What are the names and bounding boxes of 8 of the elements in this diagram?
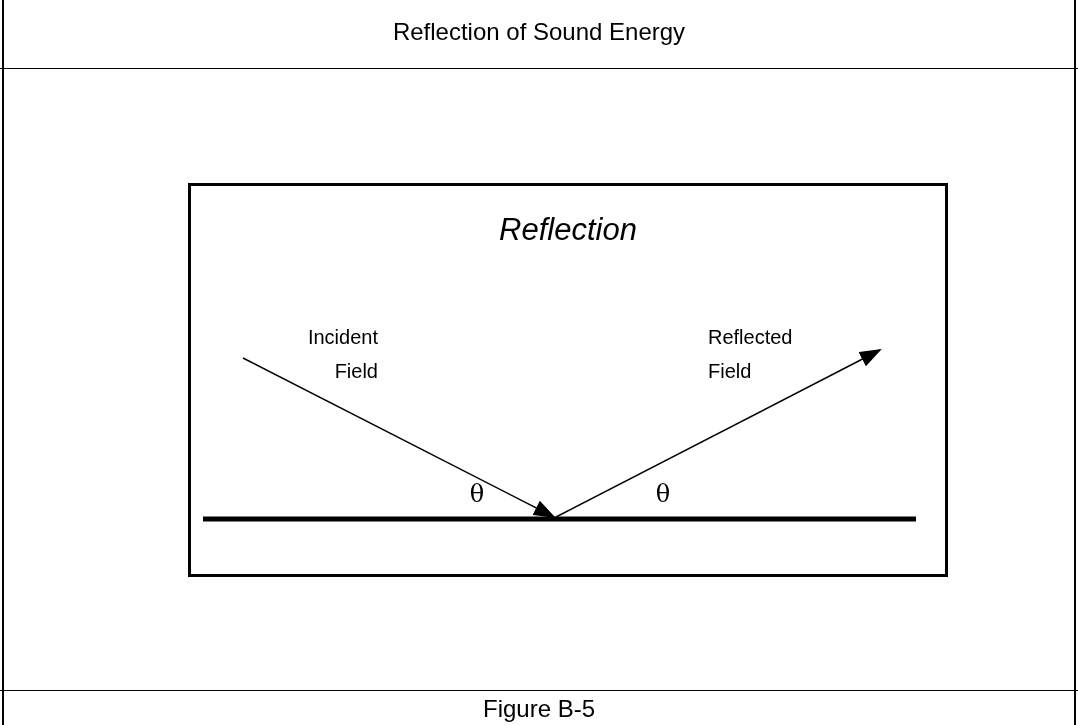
ray-label: Incident Field [306, 325, 378, 384]
ray-label: Reflected Field [708, 325, 794, 384]
angle-label: θ [654, 480, 672, 508]
panel-heading: Reflection [498, 212, 638, 248]
diagram-panel [188, 183, 948, 577]
angle-label: θ [468, 480, 486, 508]
caption: Figure B-5 [481, 695, 596, 723]
title: Reflection of Sound Energy [391, 18, 687, 46]
